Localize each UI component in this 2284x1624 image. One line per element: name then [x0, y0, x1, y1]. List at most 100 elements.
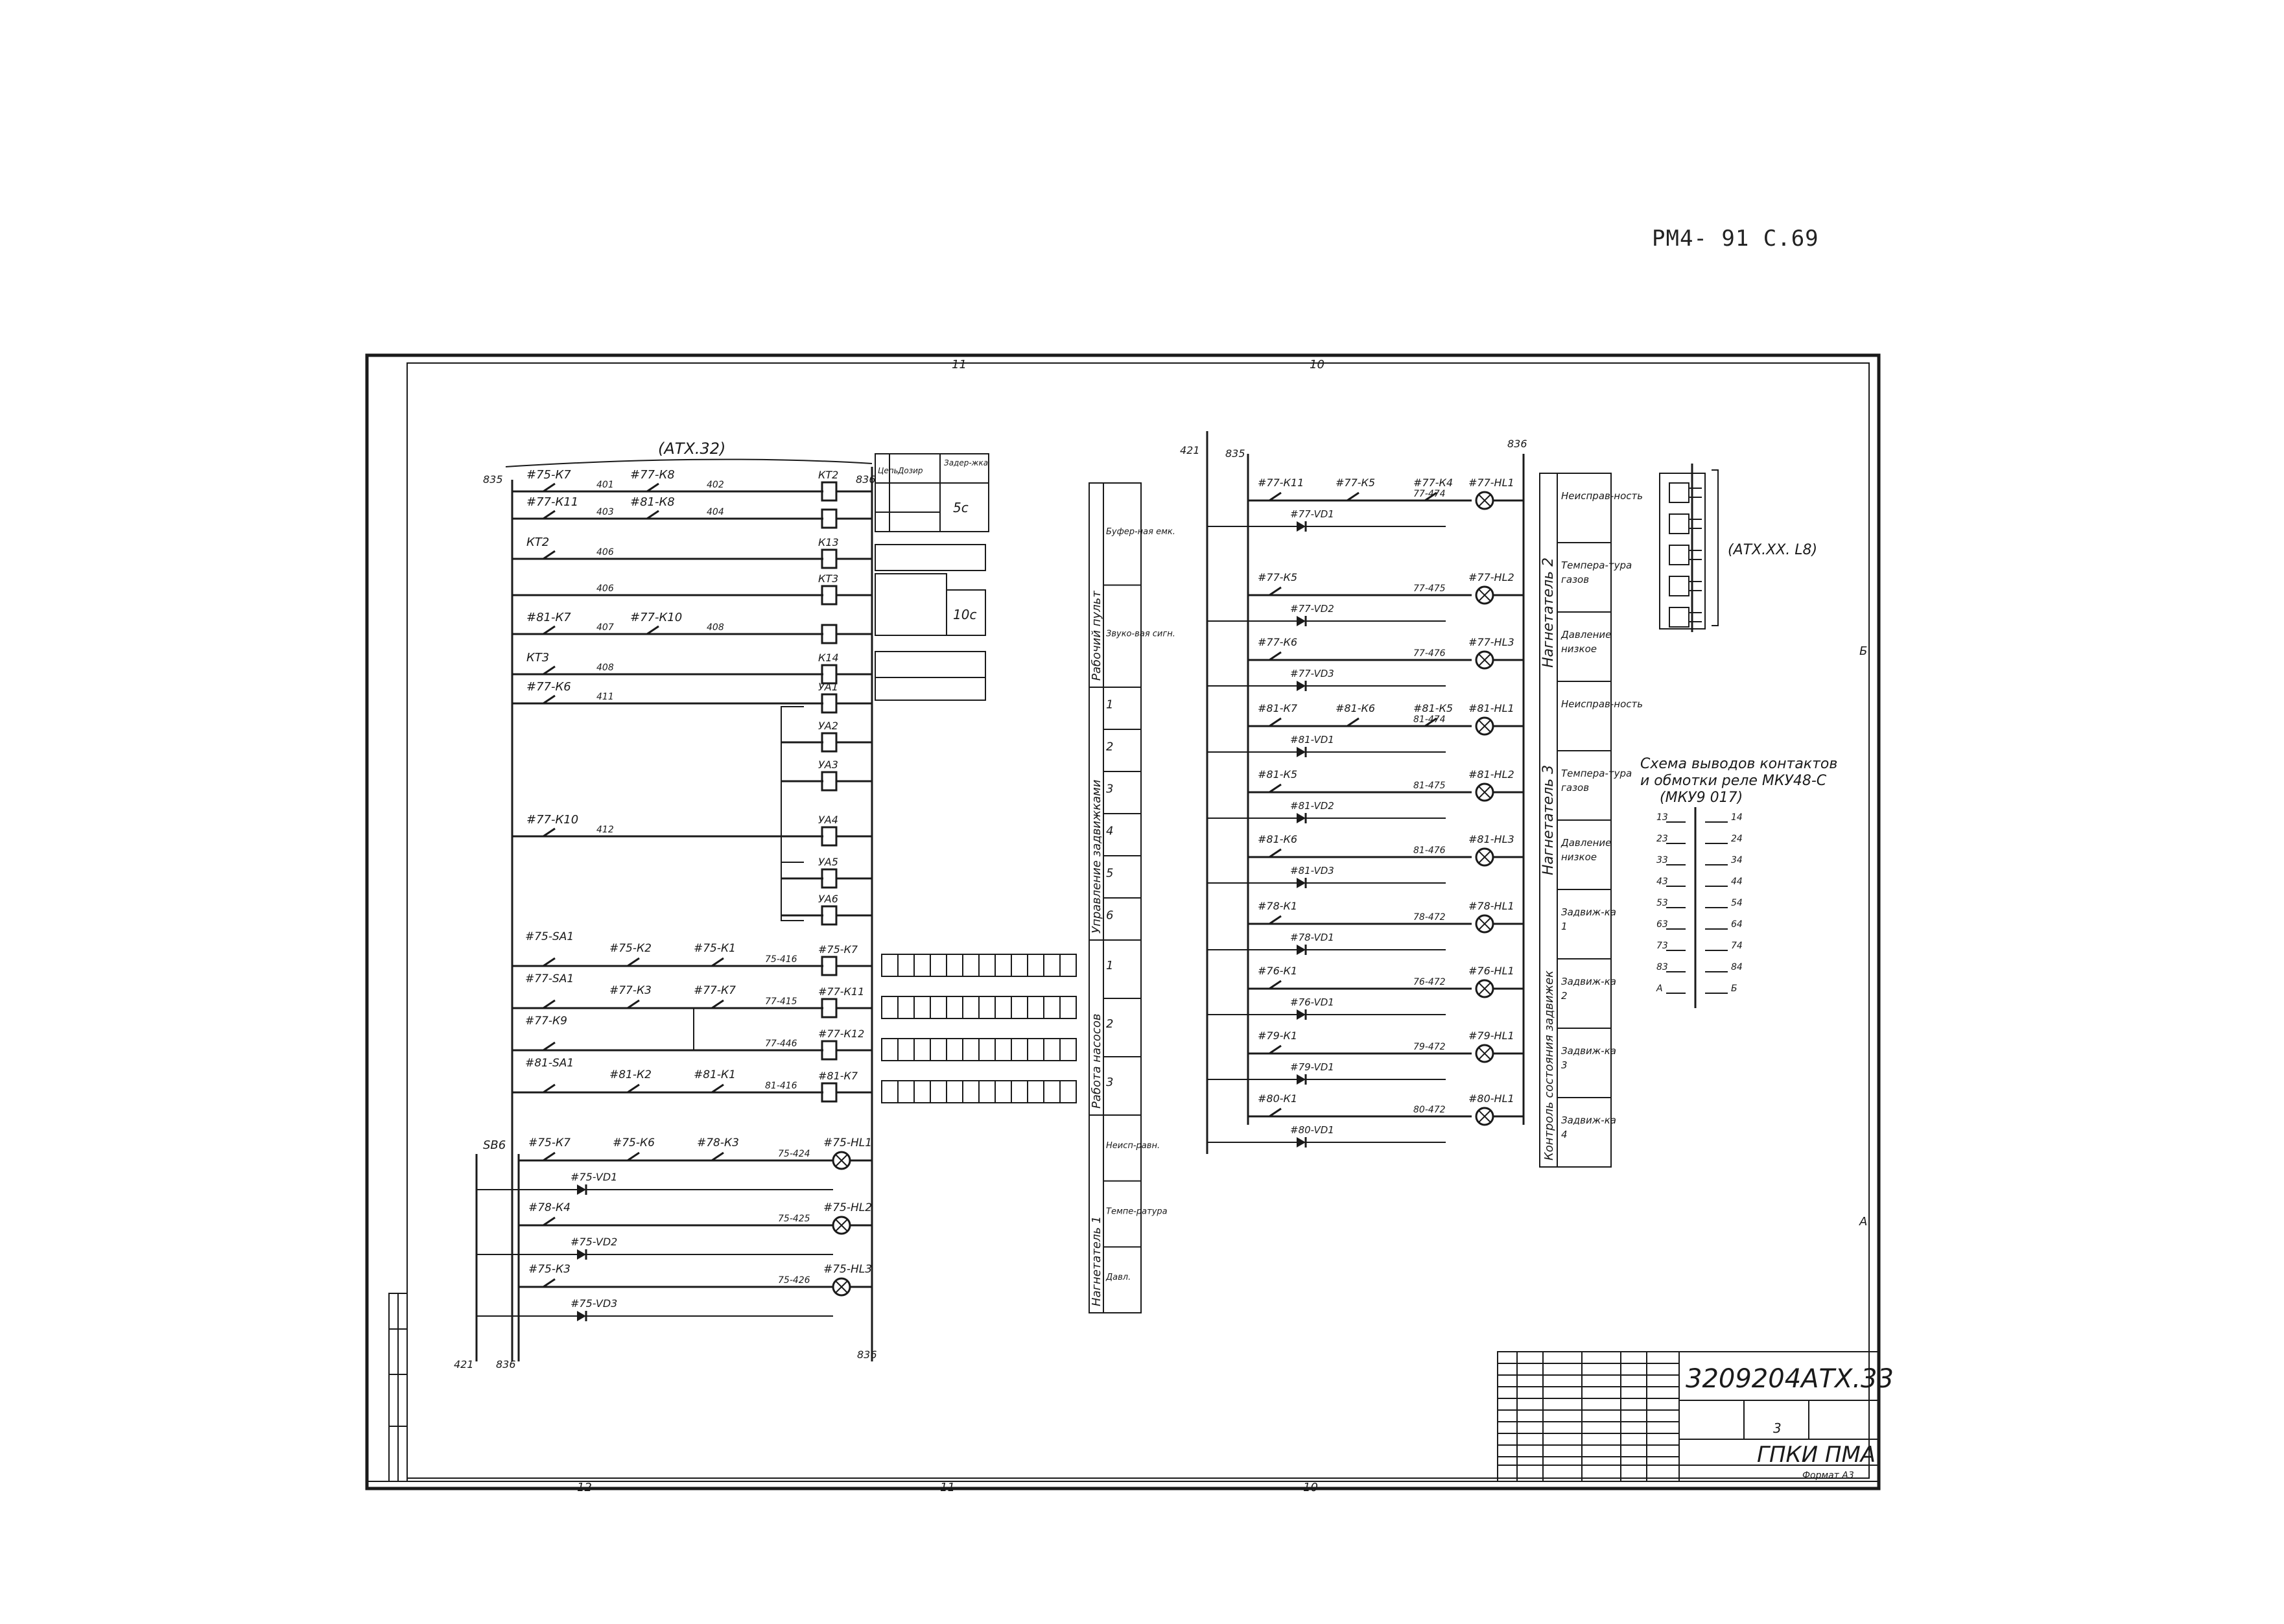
contact-label: #77-К6 [1258, 636, 1297, 648]
frame-mark: Б [1859, 644, 1867, 658]
diode-label: #75-VD2 [571, 1236, 617, 1248]
right-cell-label: Задвиж-ка [1561, 1114, 1616, 1126]
diode-label: #75-VD1 [571, 1171, 617, 1183]
lamp-label: #77-НL2 [1468, 571, 1514, 583]
diode [1297, 945, 1306, 955]
contact-label: #77-К11 [526, 495, 578, 509]
relay-coil [821, 956, 838, 976]
bottom-label: 836 [496, 1358, 516, 1371]
contact-label: #77-К7 [694, 984, 736, 997]
wire-number: 77-476 [1413, 648, 1446, 659]
wire-number: 403 [596, 507, 614, 517]
relay-delay-value: 10с [953, 607, 976, 622]
contact-label: #81-К2 [609, 1068, 652, 1081]
title-block: 3209204АТХ.33 3 ГПКИ ПМА Формат А3 [1497, 1351, 1894, 1482]
lamp-label: #81-НL3 [1468, 833, 1514, 845]
pin-label: 33 [1656, 855, 1668, 865]
relay-table-header: Дозир [897, 466, 923, 475]
lamp-label: #77-НL3 [1468, 636, 1514, 648]
pin-label: 23 [1656, 834, 1668, 844]
wire-number: 79-472 [1413, 1042, 1446, 1052]
pin-label: Б [1731, 983, 1737, 994]
relay-coil [821, 868, 838, 889]
wire-number: 77-475 [1413, 583, 1446, 594]
right-scheme: 421 835 836 #77-К11#77-К5#77-К477-474#77… [1180, 431, 1527, 1154]
right-cell-label: 3 [1561, 1059, 1568, 1071]
pin-label: 34 [1731, 855, 1743, 865]
section-item: Звуко-вая сигн. [1106, 629, 1175, 639]
contact-label: #81-К6 [1336, 702, 1375, 714]
coil-label: #77-К11 [818, 985, 864, 998]
page-reference: РМ4- 91 С.69 [1652, 226, 1819, 252]
pin-label: 54 [1731, 898, 1743, 908]
pin-label: 44 [1731, 877, 1743, 887]
section-item: Темпе-ратура [1106, 1207, 1168, 1217]
right-cell-label: 1 [1561, 921, 1568, 932]
frame-marks: 11 10 Б А 12 11 10 [577, 358, 1867, 1494]
contact-label: #75-К3 [528, 1263, 571, 1276]
diode-label: #78-VD1 [1290, 932, 1334, 943]
lamp-label: #76-НL1 [1468, 965, 1514, 977]
lamp-label: #81-НL1 [1468, 702, 1514, 714]
lamp-label: #81-НL2 [1468, 768, 1514, 781]
right-cell-label: газов [1561, 782, 1589, 794]
pin-label: 64 [1731, 919, 1743, 930]
contact-label: #77-К10 [526, 813, 578, 827]
lamp-label: #75-НL1 [823, 1136, 872, 1149]
section-title: Рабочий пульт [1090, 591, 1103, 681]
coil-label: УА5 [818, 856, 838, 868]
frame-mark: 12 [577, 1481, 592, 1494]
contact-label: #78-К4 [528, 1201, 571, 1214]
wire-number: 80-472 [1413, 1105, 1446, 1115]
left-stamp-column [388, 1293, 408, 1482]
left-group-label: (АТХ.32) [658, 440, 725, 458]
relay-coil [821, 693, 838, 714]
wire-number: 407 [596, 622, 614, 633]
section-item: 5 [1106, 867, 1113, 880]
side-label: Контроль состояния задвижек [1542, 971, 1556, 1160]
coil-label: УА1 [818, 681, 838, 693]
side-label: Нагнетатель 2 [1540, 558, 1557, 668]
left-row: 406 [512, 583, 872, 596]
lamp-label: #79-НL1 [1468, 1030, 1514, 1042]
contact-label: #78-К3 [697, 1136, 739, 1149]
wire-number: 406 [596, 547, 614, 558]
contact-label: #77-К4 [1413, 477, 1453, 489]
diode-label: #81-VD3 [1290, 865, 1334, 877]
section-item: Буфер-ная емк. [1106, 527, 1175, 537]
contact-label: #75-К2 [609, 942, 652, 955]
wire-number: 402 [707, 480, 724, 490]
right-cell-label: Темпера-тура [1561, 559, 1632, 571]
organization-name: ГПКИ ПМА [1757, 1442, 1876, 1468]
pin-label: 53 [1656, 898, 1668, 908]
diode-label: #79-VD1 [1290, 1061, 1334, 1073]
relay-coil [821, 481, 838, 502]
pin-label: 74 [1731, 941, 1743, 951]
bottom-label: 421 [454, 1358, 474, 1371]
diode [1297, 521, 1306, 532]
contact-label: КТ3 [526, 651, 549, 665]
contact-label: #77-К11 [1258, 477, 1304, 489]
contact-label: #77-К3 [609, 984, 652, 997]
pin-label: 24 [1731, 834, 1743, 844]
right-bus-label-mid: 835 [1225, 447, 1245, 460]
left-bus-label: 835 [483, 473, 503, 486]
contact-label: #75-К7 [528, 1136, 571, 1149]
diode-label: #77-VD2 [1290, 603, 1334, 615]
wire-number: 75-424 [778, 1149, 810, 1159]
diode [1297, 1137, 1306, 1147]
diode [577, 1311, 586, 1321]
pin-label: 14 [1731, 812, 1743, 823]
